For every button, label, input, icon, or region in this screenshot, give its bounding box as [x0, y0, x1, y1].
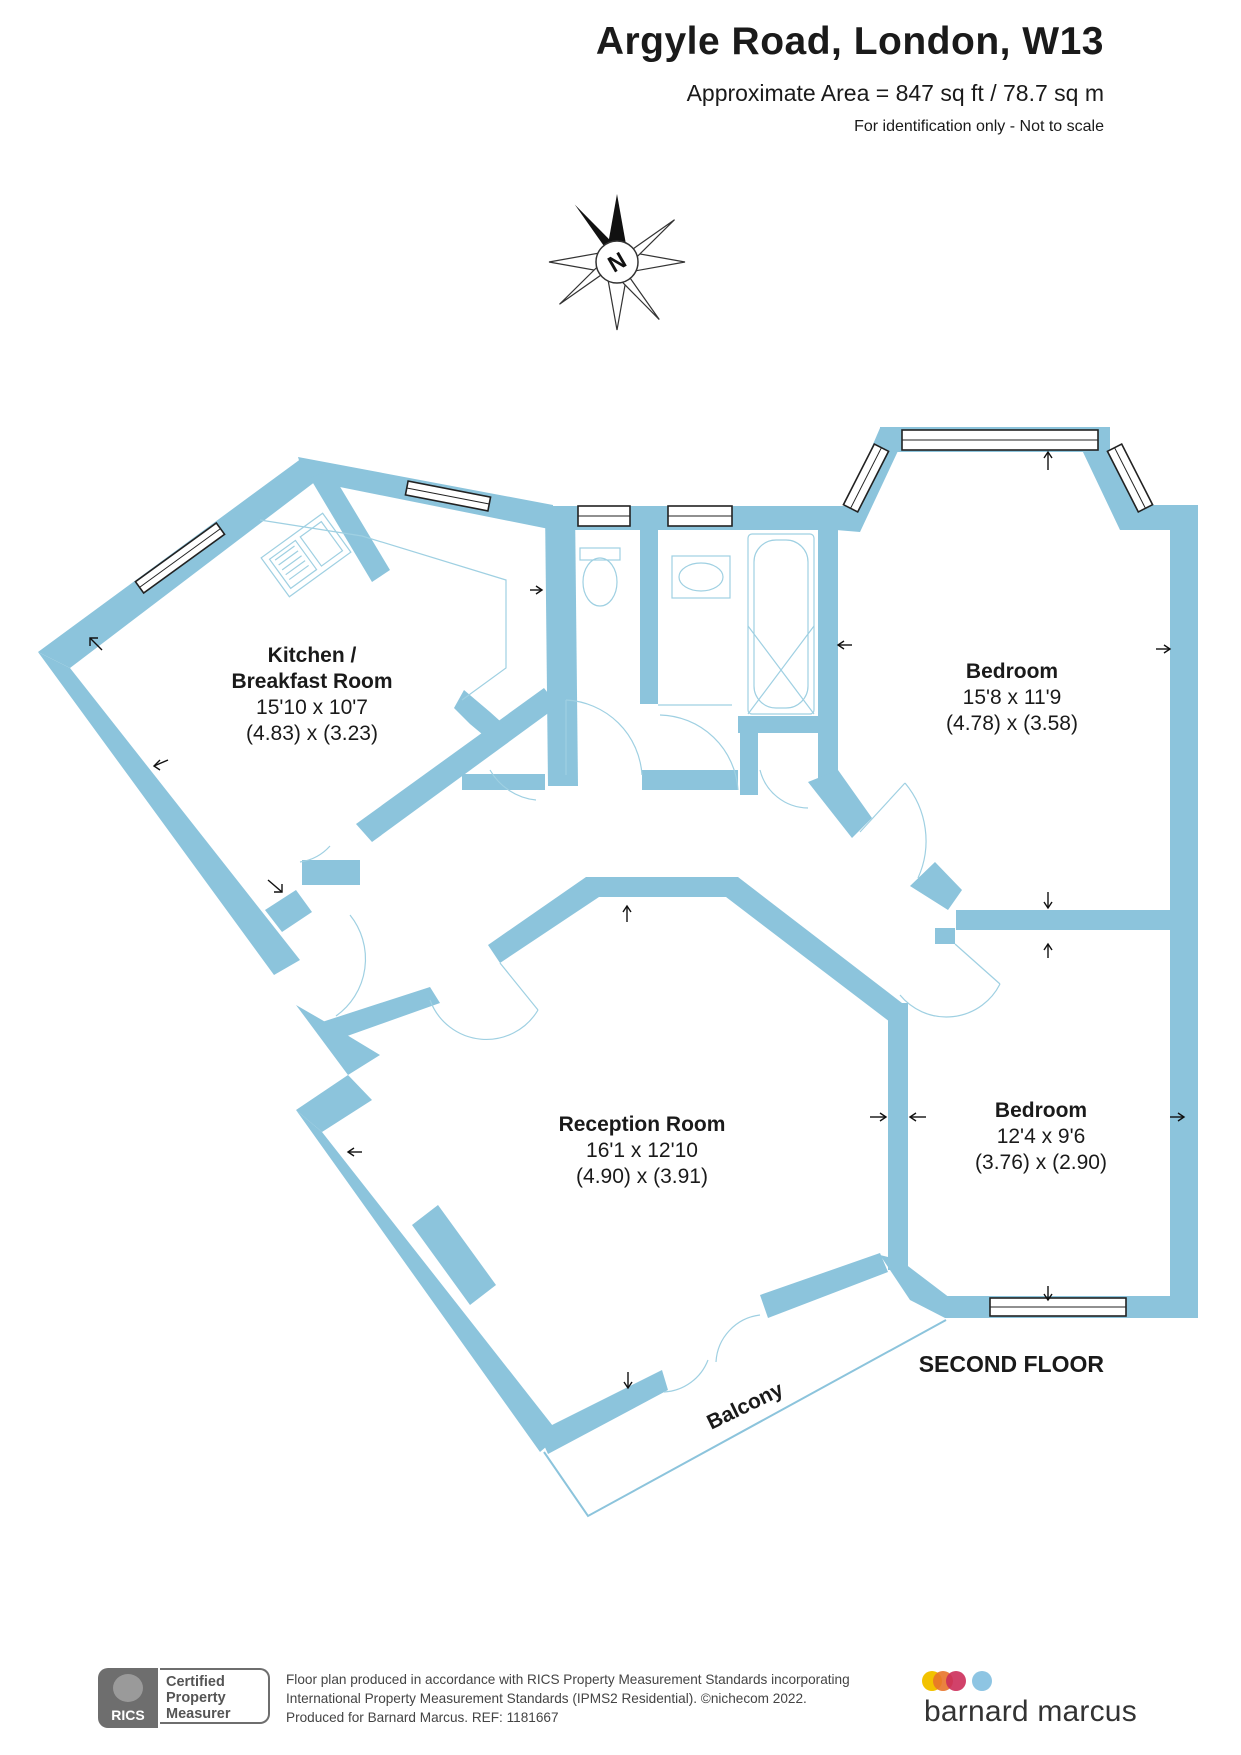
room-dimensions-metric: (4.90) x (3.91) [576, 1165, 708, 1188]
room-name: Bedroom [995, 1099, 1087, 1122]
exterior-walls [38, 427, 1198, 1454]
room-name-line2: Breakfast Room [231, 670, 392, 693]
rics-crest-icon [113, 1674, 143, 1702]
fixtures [259, 512, 1001, 1393]
footer-disclaimer: Floor plan produced in accordance with R… [286, 1670, 850, 1727]
room-label-bedroom-1: Bedroom 15'8 x 11'9 (4.78) x (3.58) [946, 660, 1078, 735]
brand-dot-magenta-icon [946, 1671, 966, 1691]
floor-label: SECOND FLOOR [919, 1351, 1105, 1377]
footer-line-1: Floor plan produced in accordance with R… [286, 1672, 850, 1687]
room-dimensions-metric: (3.76) x (2.90) [975, 1151, 1107, 1174]
measurement-arrows [89, 450, 1186, 1390]
balcony-label: Balcony [703, 1378, 787, 1435]
rics-certification-badge: RICS Certified Property Measurer [98, 1668, 273, 1728]
room-dimensions-metric: (4.83) x (3.23) [246, 722, 378, 745]
room-label-kitchen: Kitchen / Breakfast Room 15'10 x 10'7 (4… [231, 644, 392, 745]
property-address-title: Argyle Road, London, W13 [595, 20, 1104, 63]
windows [134, 429, 1154, 1317]
compass-rose-icon: N [548, 194, 686, 331]
room-label-reception: Reception Room 16'1 x 12'10 (4.90) x (3.… [559, 1113, 726, 1188]
rics-logo: RICS [98, 1668, 158, 1728]
room-name: Kitchen / [268, 644, 357, 667]
footer-line-2: International Property Measurement Stand… [286, 1691, 807, 1706]
disclaimer-text: For identification only - Not to scale [854, 118, 1104, 135]
brand-name: barnard marcus [924, 1695, 1137, 1728]
room-dimensions-metric: (4.78) x (3.58) [946, 712, 1078, 735]
room-label-bedroom-2: Bedroom 12'4 x 9'6 (3.76) x (2.90) [975, 1099, 1107, 1174]
footer-line-3: Produced for Barnard Marcus. REF: 118166… [286, 1710, 559, 1725]
room-name: Bedroom [966, 660, 1058, 683]
room-name: Reception Room [559, 1113, 726, 1136]
certified-property-measurer-text: Certified Property Measurer [160, 1668, 270, 1724]
brand-dot-blue-icon [972, 1671, 992, 1691]
approximate-area-text: Approximate Area = 847 sq ft / 78.7 sq m [686, 80, 1104, 106]
barnard-marcus-logo: barnard marcus [922, 1663, 1152, 1733]
balcony-outline [543, 1319, 947, 1518]
room-dimensions-imperial: 15'10 x 10'7 [256, 696, 368, 719]
room-dimensions-imperial: 12'4 x 9'6 [997, 1125, 1086, 1148]
room-dimensions-imperial: 16'1 x 12'10 [586, 1139, 698, 1162]
room-dimensions-imperial: 15'8 x 11'9 [963, 686, 1062, 709]
